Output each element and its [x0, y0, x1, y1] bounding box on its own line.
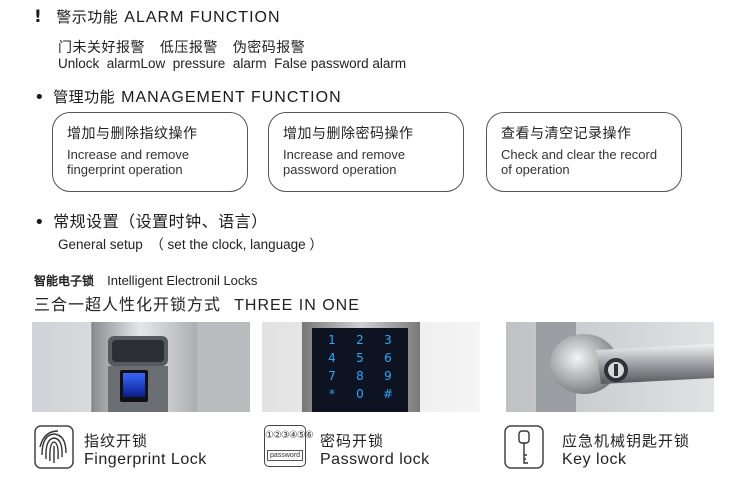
alarm-heading: ! 警示功能 ALARM FUNCTION: [34, 6, 281, 27]
key-lock-image: [506, 322, 714, 412]
management-heading: • 管理功能 MANAGEMENT FUNCTION: [34, 86, 342, 108]
product-label: 智能电子锁 Intelligent Electronil Locks: [34, 270, 257, 289]
product-label-en: Intelligent Electronil Locks: [107, 273, 258, 288]
fingerprint-icon: [34, 425, 74, 469]
fingerprint-lock-image: [32, 322, 250, 412]
password-keypad-icon: ①②③④⑤⑥ password: [264, 425, 314, 469]
password-keypad-icon-box: ①②③④⑤⑥ password: [264, 425, 314, 467]
fingerprint-lock-en: Fingerprint Lock: [84, 451, 207, 468]
management-box-title: 增加与删除密码操作: [283, 126, 414, 142]
bullet-icon: •: [34, 212, 46, 233]
fingerprint-lock-zh: 指纹开锁: [84, 432, 149, 450]
keypad-keys: 1 2 3 4 5 6 7 8 9 * 0 #: [328, 333, 393, 401]
password-lock-photo: 1 2 3 4 5 6 7 8 9 * 0 #: [262, 322, 480, 412]
management-box-desc: Increase and remove password operation: [283, 147, 406, 177]
three-in-one-zh: 三合一超人性化开锁方式: [34, 295, 222, 314]
keypad-key: 2: [356, 333, 364, 347]
keypad-key: 9: [384, 369, 392, 383]
alarm-heading-en: ALARM FUNCTION: [124, 9, 281, 26]
keypad-key: 5: [356, 351, 364, 365]
bullet-icon: •: [34, 87, 46, 108]
key-icon: [504, 425, 544, 469]
keypad-key: 1: [328, 333, 336, 347]
management-box-desc: Increase and remove fingerprint operatio…: [67, 147, 190, 177]
general-heading: • 常规设置（设置时钟、语言）: [34, 208, 268, 233]
management-heading-en: MANAGEMENT FUNCTION: [121, 89, 342, 106]
general-heading-zh: 常规设置（设置时钟、语言）: [53, 212, 268, 231]
fingerprint-lock-photo: [32, 322, 250, 412]
alarm-items-zh: 门未关好报警 低压报警 伪密码报警: [58, 40, 306, 56]
management-box-password: 增加与删除密码操作 Increase and remove password o…: [268, 112, 464, 192]
keypad-key: #: [383, 387, 393, 401]
keypad-key: 6: [384, 351, 392, 365]
three-in-one-heading: 三合一超人性化开锁方式 THREE IN ONE: [34, 291, 360, 315]
general-text-en: General setup （ set the clock, language …: [58, 237, 323, 252]
management-box-title: 增加与删除指纹操作: [67, 126, 198, 142]
keypad-key: *: [329, 387, 335, 401]
product-label-zh: 智能电子锁: [34, 274, 95, 288]
exclamation-icon: !: [34, 7, 43, 27]
password-icon-word: password: [267, 450, 303, 461]
three-in-one-en: THREE IN ONE: [234, 297, 360, 314]
password-lock-en: Password lock: [320, 451, 430, 468]
alarm-items-en: Unlock alarmLow pressure alarm False pas…: [58, 56, 407, 71]
key-lock-photo: [506, 322, 714, 412]
management-box-fingerprint: 增加与删除指纹操作 Increase and remove fingerprin…: [52, 112, 248, 192]
password-icon-digits: ①②③④⑤⑥: [265, 430, 314, 441]
password-lock-zh: 密码开锁: [320, 432, 385, 450]
key-lock-zh: 应急机械钥匙开锁: [562, 432, 691, 450]
management-heading-zh: 管理功能: [53, 88, 116, 106]
key-lock-en: Key lock: [562, 451, 627, 468]
keypad-key: 7: [328, 369, 336, 383]
keypad-key: 0: [356, 387, 364, 401]
management-box-record: 查看与清空记录操作 Check and clear the record of …: [486, 112, 682, 192]
management-box-title: 查看与清空记录操作: [501, 126, 632, 142]
keypad-key: 3: [384, 333, 392, 347]
password-lock-image: 1 2 3 4 5 6 7 8 9 * 0 #: [262, 322, 480, 412]
management-box-desc: Check and clear the record of operation: [501, 147, 658, 177]
keypad-key: 8: [356, 369, 364, 383]
keypad-key: 4: [328, 351, 336, 365]
alarm-heading-zh: 警示功能: [56, 8, 119, 26]
